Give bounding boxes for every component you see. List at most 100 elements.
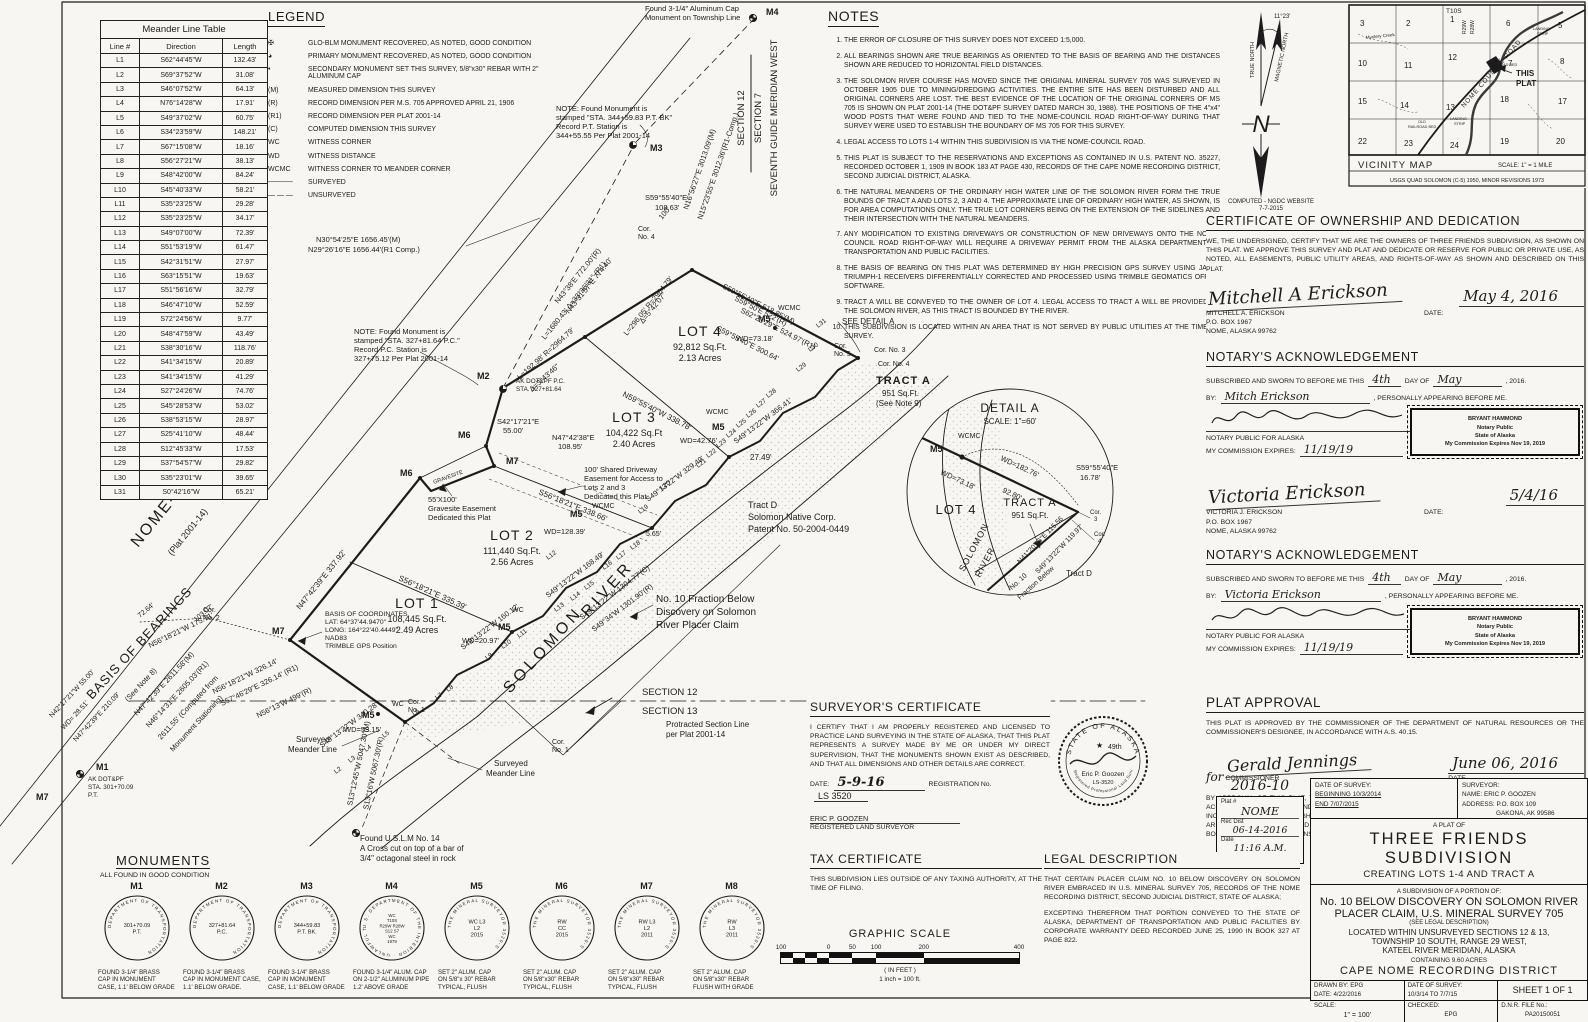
legal-p1: THAT CERTAIN PLACER CLAIM NO. 10 BELOW D… bbox=[1044, 876, 1300, 902]
plat-label: 2.13 Acres bbox=[679, 353, 722, 363]
recorded-plat-number: 2016-10 bbox=[1230, 778, 1290, 794]
plat-label: 2 bbox=[1406, 19, 1411, 28]
legend-item: ◕ PRIMARY MONUMENT RECOVERED, AS NOTED, … bbox=[268, 53, 532, 61]
plat-label: L6 bbox=[411, 707, 421, 717]
legend-item: ───── SURVEYED bbox=[268, 178, 346, 186]
plat-label: M2 bbox=[477, 371, 490, 381]
plat-label: 951 Sq.Ft. bbox=[1012, 511, 1049, 520]
surveyor-cert-title: SURVEYOR'S CERTIFICATE bbox=[810, 700, 1050, 717]
file-no-cell: D.N.R. FILE No.:PA20150051 bbox=[1501, 1002, 1561, 1019]
plat-label: N56°13'W 499'(R) bbox=[255, 685, 313, 720]
plat-label: NOME COUNCIL ROAD bbox=[1460, 38, 1523, 109]
plat-label: SECTION 12 bbox=[736, 90, 747, 145]
scale-ratio: 1 inch = 100 ft. bbox=[879, 976, 921, 984]
owner2-signature-block: Victoria Erickson 5/4/16 VICTORIA J. ERI… bbox=[1205, 478, 1584, 536]
north-arrow: 11°23' TRUE NORTH MAGNETIC NORTH N COMPU… bbox=[1228, 12, 1314, 212]
meander-table-header: Line # Direction Length bbox=[100, 38, 268, 54]
surveyor-cert-reg: LS 3520 bbox=[814, 791, 868, 802]
plat-label: Patent No. 50-2004-0449 bbox=[748, 524, 849, 534]
plat-label: 19 bbox=[1500, 137, 1509, 146]
svg-text:WC: WC bbox=[388, 913, 395, 918]
plat-label: L8 bbox=[445, 683, 455, 693]
plat-label: L5 bbox=[381, 729, 391, 739]
certificate-of-ownership: CERTIFICATE OF OWNERSHIP AND DEDICATION … bbox=[1205, 214, 1584, 336]
svg-text:R29W R28W: R29W R28W bbox=[379, 923, 405, 928]
plat-label: SECTION 7 bbox=[753, 93, 764, 143]
plat-label: L28 bbox=[765, 387, 778, 399]
owner1-date: May 4, 2016 bbox=[1459, 287, 1584, 307]
owner1-address-line: NOME, ALASKA 99762 bbox=[1206, 328, 1277, 336]
svg-text:WC: WC bbox=[388, 934, 395, 939]
svg-text:RW L3: RW L3 bbox=[638, 920, 655, 926]
note-item: ANY MODIFICATION TO EXISTING DRIVEWAYS O… bbox=[844, 231, 1220, 258]
seal-name: Eric P. Goozen bbox=[1082, 771, 1125, 778]
monument-M4: M4 U.S. DEPARTMENT OF THE INTERIOR · UNL… bbox=[352, 881, 430, 991]
note-item: THE SOLOMON RIVER COURSE HAS MOVED SINCE… bbox=[844, 78, 1220, 132]
plat-label: 108,445 Sq.Ft. bbox=[387, 614, 446, 624]
svg-text:L2: L2 bbox=[643, 926, 649, 932]
legend-symbol: (M) bbox=[268, 86, 279, 94]
seal-state: STATE OF ALASKA bbox=[1066, 723, 1139, 756]
notary2-month: May bbox=[1433, 571, 1502, 585]
plat-label: WCMC bbox=[592, 503, 615, 510]
plat-label: 16.78' bbox=[1080, 473, 1101, 482]
plat-label: 24 bbox=[1450, 141, 1459, 150]
plat-label: Found 3-1/4" Aluminum Cap bbox=[645, 4, 739, 13]
plat-label: TRIMBLE GPS Position bbox=[325, 643, 397, 650]
plat-label: 12 bbox=[1448, 53, 1457, 62]
plat-label: 327+75.12 Per Plat 2001-14 bbox=[354, 354, 448, 363]
notary2-title: NOTARY'S ACKNOWLEDGEMENT bbox=[1206, 548, 1584, 565]
svg-text:2015: 2015 bbox=[555, 933, 567, 939]
plat-label: Surveyed bbox=[296, 735, 330, 744]
seal-star: ★ bbox=[1096, 741, 1103, 750]
plat-label: WCMC bbox=[706, 409, 729, 416]
note-item: THIS PLAT IS SUBJECT TO THE RESERVATIONS… bbox=[844, 155, 1220, 182]
approval-date: June 06, 2016 bbox=[1448, 754, 1584, 775]
plat-label: 14 bbox=[1400, 101, 1409, 110]
plat-label: 3 bbox=[1094, 517, 1098, 523]
legend-item: (R1) RECORD DIMENSION PER PLAT 2001-14 bbox=[268, 112, 441, 120]
plat-label: M7 bbox=[506, 456, 519, 466]
plat-label: Gravesite Easement bbox=[428, 504, 497, 513]
legend-item: — — — UNSURVEYED bbox=[268, 192, 356, 200]
plat-label: 108.63' bbox=[655, 203, 680, 212]
plat-label: 5.65' bbox=[646, 531, 661, 538]
svg-text:344+59.83: 344+59.83 bbox=[293, 923, 320, 929]
plat-label: WCMC bbox=[958, 433, 981, 440]
plat-label: WD=20.97' bbox=[462, 636, 500, 645]
plat-label: WD=128.39' bbox=[544, 527, 586, 536]
plat-label: 2.40 Acres bbox=[613, 439, 656, 449]
plat-label: WD=73.18' bbox=[736, 334, 774, 343]
svg-text:P.C.: P.C. bbox=[216, 929, 227, 935]
notary1-title: NOTARY'S ACKNOWLEDGEMENT bbox=[1206, 350, 1584, 368]
plat-label: WC bbox=[392, 701, 404, 708]
plat-label: AK DOT&PF P.C. bbox=[516, 378, 565, 385]
plat-label: NAD83 bbox=[325, 635, 347, 642]
plat-label: LOT 3 bbox=[612, 409, 656, 425]
title-block: DATE OF SURVEY: BEGINNING 10/3/2014 END … bbox=[1310, 778, 1588, 1022]
legend-symbol: ◕ bbox=[268, 53, 273, 61]
plat-label: N41°20'26"E 115.56 bbox=[1016, 515, 1065, 566]
note-item: TRACT A WILL BE CONVEYED TO THE OWNER OF… bbox=[844, 299, 1220, 317]
plat-label: Cor. bbox=[638, 226, 651, 233]
owner1-address-line: P.O. BOX 1967 bbox=[1206, 318, 1252, 326]
plat-label: WD=182.76' bbox=[999, 454, 1041, 480]
sheet-cell: SHEET 1 OF 1 bbox=[1512, 985, 1573, 996]
plat-label: No. 10 Fraction Below bbox=[656, 594, 755, 605]
surveyors-certificate: SURVEYOR'S CERTIFICATE I CERTIFY THAT I … bbox=[810, 700, 1050, 831]
legend-item: WD WITNESS DISTANCE bbox=[268, 152, 376, 160]
legend-item: (R) RECORD DIMENSION PER M.S. 705 APPROV… bbox=[268, 99, 515, 107]
scale-unit: ( IN FEET ) bbox=[884, 967, 916, 974]
date-label-2: DATE: bbox=[1424, 509, 1444, 517]
recording-district: NOME bbox=[1221, 805, 1299, 819]
plat-label: L2 bbox=[333, 765, 343, 775]
legend-symbol: WC bbox=[268, 139, 280, 147]
legend-symbol: (R1) bbox=[268, 112, 282, 120]
